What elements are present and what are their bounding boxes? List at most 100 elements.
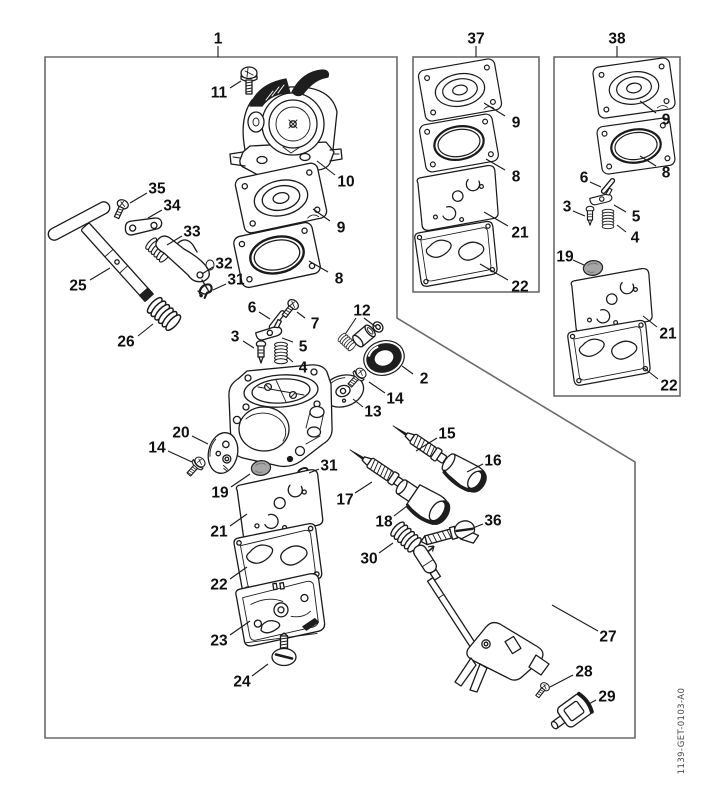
leader-line-8 xyxy=(485,158,506,171)
leader-line-3 xyxy=(242,340,255,349)
callout-10: 10 xyxy=(337,174,354,191)
leader-line-21 xyxy=(229,513,248,527)
leader-line-22 xyxy=(479,263,509,281)
box38-pin-drawing xyxy=(600,177,616,195)
callout-11: 11 xyxy=(211,85,228,102)
leader-line-24 xyxy=(251,663,269,677)
leader-line-10 xyxy=(316,160,336,176)
callout-20: 20 xyxy=(172,425,189,442)
part-12-set-drawing xyxy=(336,321,384,353)
callout-9: 9 xyxy=(662,112,671,129)
callout-1: 1 xyxy=(214,31,223,48)
leader-line-23 xyxy=(229,620,251,636)
part-36-screw-drawing xyxy=(420,520,480,546)
drawing-code: 1139-GET-0103-A0 xyxy=(677,688,687,775)
callout-29: 29 xyxy=(598,689,616,706)
leader-line-21 xyxy=(483,211,509,227)
leader-line-4 xyxy=(285,355,294,363)
leader-line-5 xyxy=(613,204,627,213)
callout-35: 35 xyxy=(148,181,166,198)
leader-line-31 xyxy=(308,468,320,474)
leader-line-9 xyxy=(483,102,506,117)
part-27-choke-shaft-drawing xyxy=(413,544,550,693)
callout-7: 7 xyxy=(311,316,320,333)
part-11-screw-drawing xyxy=(240,66,258,95)
leader-line-12 xyxy=(345,317,357,334)
leader-line-2 xyxy=(401,365,414,375)
callout-34: 34 xyxy=(163,198,181,215)
part-34-link-drawing xyxy=(124,217,163,236)
leader-line-19 xyxy=(572,259,585,266)
part-26-spring-drawing xyxy=(144,294,184,334)
leader-line-35 xyxy=(129,192,148,204)
callout-9: 9 xyxy=(512,115,521,132)
leader-line-19 xyxy=(230,473,251,488)
leader-line-8 xyxy=(308,260,329,273)
part-25-shaft-drawing xyxy=(47,201,154,303)
callout-22: 22 xyxy=(511,279,528,296)
leader-line-25 xyxy=(89,267,111,281)
callout-31: 31 xyxy=(227,272,245,289)
callout-37: 37 xyxy=(467,31,484,48)
callout-6: 6 xyxy=(580,170,589,187)
part-4-spring-drawing xyxy=(274,341,288,365)
callout-21: 21 xyxy=(511,225,529,242)
callout-22: 22 xyxy=(660,378,677,395)
part-3-needle-drawing xyxy=(255,340,267,364)
part-8-gasket-drawing xyxy=(231,220,323,290)
callout-9: 9 xyxy=(337,220,346,237)
part-17-screw-drawing xyxy=(346,443,407,491)
leader-line-31 xyxy=(212,283,227,291)
leader-line-17 xyxy=(354,481,373,494)
callout-8: 8 xyxy=(335,271,344,288)
callout-28: 28 xyxy=(575,664,593,681)
part-24-screw-drawing xyxy=(271,632,297,667)
leader-line-29 xyxy=(586,699,597,706)
callout-19: 19 xyxy=(556,249,574,266)
callout-17: 17 xyxy=(336,492,353,509)
part-10-throttle-body-drawing xyxy=(229,69,343,176)
leader-line-18 xyxy=(393,505,408,517)
callout-14: 14 xyxy=(386,391,404,408)
callout-15: 15 xyxy=(438,426,456,443)
callout-2: 2 xyxy=(420,371,429,388)
callout-36: 36 xyxy=(484,513,502,530)
callout-16: 16 xyxy=(484,453,502,470)
leader-line-3 xyxy=(572,210,586,217)
part-18-cap-drawing xyxy=(395,479,451,526)
leader-line-5 xyxy=(281,337,294,343)
callout-4: 4 xyxy=(631,230,640,247)
callout-3: 3 xyxy=(231,329,240,346)
leader-line-9 xyxy=(312,208,331,222)
box38-filter-drawing xyxy=(581,258,605,278)
callout-27: 27 xyxy=(599,629,616,646)
leader-line-15 xyxy=(415,437,438,452)
leader-line-6 xyxy=(258,311,271,320)
callout-19: 19 xyxy=(211,485,229,502)
leader-line-22 xyxy=(643,367,659,380)
leader-line-33 xyxy=(166,235,183,246)
callout-13: 13 xyxy=(364,404,382,421)
part-16-cap-drawing xyxy=(441,453,487,493)
leader-line-16 xyxy=(466,463,484,473)
part-23-pump-cover-drawing xyxy=(235,573,326,647)
part-5-lever-drawing xyxy=(253,318,285,342)
callout-31: 31 xyxy=(320,458,338,475)
leader-line-13 xyxy=(352,398,364,408)
leader-line-8 xyxy=(639,155,657,167)
callout-21: 21 xyxy=(210,524,228,541)
part-14-screw-left-drawing xyxy=(183,454,209,480)
leader-line-14 xyxy=(368,381,386,394)
leader-line-28 xyxy=(549,674,574,688)
callout-12: 12 xyxy=(353,303,370,320)
leader-line-30 xyxy=(378,542,394,554)
callout-22: 22 xyxy=(210,577,227,594)
leader-line-21 xyxy=(642,315,658,328)
part-29-valve-drawing xyxy=(550,691,594,730)
leader-line-9 xyxy=(639,100,657,114)
callout-23: 23 xyxy=(210,633,228,650)
main-assembly-box xyxy=(44,56,636,739)
